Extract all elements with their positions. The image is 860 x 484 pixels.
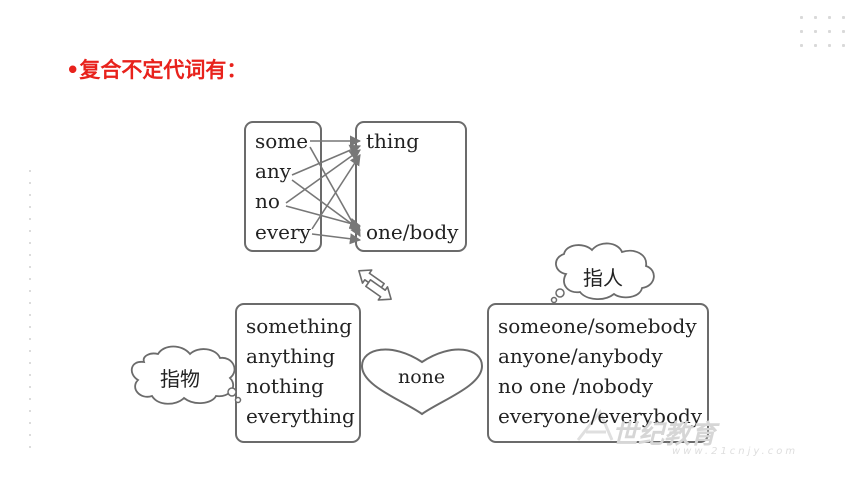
word-someone: someone/somebody bbox=[498, 314, 697, 338]
slide-title: •复合不定代词有： bbox=[66, 58, 248, 82]
prefix-some: some bbox=[255, 129, 309, 153]
word-anyone: anyone/anybody bbox=[498, 344, 663, 368]
cloud-label-people: 指人 bbox=[583, 266, 623, 290]
cloud-label-things: 指物 bbox=[160, 367, 200, 391]
heart-shape bbox=[360, 348, 484, 416]
suffix-thing: thing bbox=[366, 129, 419, 153]
word-something: something bbox=[246, 314, 353, 338]
word-everything: everything bbox=[246, 404, 355, 428]
watermark-logo-icon bbox=[576, 409, 614, 441]
word-anything: anything bbox=[246, 344, 336, 368]
watermark-url: www.21cnjy.com bbox=[672, 446, 799, 457]
word-nothing: nothing bbox=[246, 374, 324, 398]
suffix-one-body: one/body bbox=[366, 220, 459, 244]
word-no-one: no one /nobody bbox=[498, 374, 653, 398]
suffix-box bbox=[355, 121, 467, 252]
cloud-people-shape bbox=[555, 242, 655, 300]
prefix-any: any bbox=[255, 159, 292, 183]
prefix-box bbox=[244, 121, 322, 252]
things-box bbox=[235, 303, 361, 443]
people-box bbox=[487, 303, 709, 443]
watermark-text: 世纪教育 bbox=[612, 420, 717, 450]
word-everyone: everyone/everybody bbox=[498, 404, 703, 428]
heart-label-none: none bbox=[398, 366, 446, 388]
swap-arrow-icon bbox=[358, 269, 392, 301]
prefix-every: every bbox=[255, 220, 311, 244]
prefix-no: no bbox=[255, 189, 280, 213]
combination-arrows bbox=[285, 135, 362, 245]
